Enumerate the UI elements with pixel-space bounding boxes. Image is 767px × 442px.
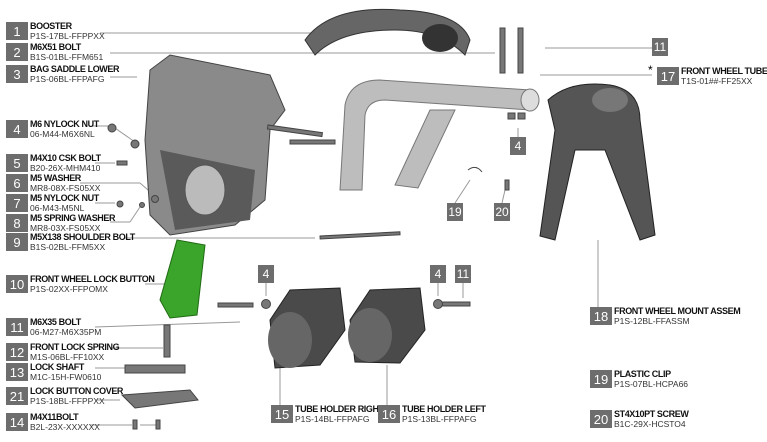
part-code: B1C-29X-HCSTO4 [614,419,686,429]
part-number-badge: 21 [6,387,28,405]
part-code: P1S-14BL-FFPAFG [295,414,370,424]
callout-badge-c20: 20 [494,203,510,221]
part-code: B20-26X-MHM410 [30,163,101,173]
part-code: P1S-13BL-FFPAFG [402,414,477,424]
part-name: BOOSTER [30,21,72,31]
part-name: M6 NYLOCK NUT [30,119,99,129]
part-number-badge: 19 [590,370,612,388]
part-code: MR8-03X-FS05XX [30,223,101,233]
callout-badge-c11b: 11 [652,38,668,56]
part-code: 06-M27-M6X35PM [30,327,102,337]
part-number-badge: 3 [6,65,28,83]
part-code: M1S-06BL-FF10XX [30,352,105,362]
part-number-badge: 14 [6,413,28,431]
callout-badge-c4a: 4 [258,265,274,283]
callout-badge-c11a: 11 [455,265,471,283]
part-code: P1S-07BL-HCPA66 [614,379,689,389]
part-name: LOCK BUTTON COVER [30,386,124,396]
front-wheel-mount-part [539,83,656,241]
callout-badge-c4c: 4 [510,137,526,155]
callout-badge-c4b: 4 [430,265,446,283]
part-name: M4X10 CSK BOLT [30,153,101,163]
part-number-badge: 7 [6,194,28,212]
part-code: P1S-06BL-FFPAFG [30,74,105,84]
part-number-badge: 12 [6,343,28,361]
part-number-badge: 5 [6,154,28,172]
part-number-badge: 16 [378,405,400,423]
part-code: B2L-23X-XXXXXX [30,422,100,432]
part-number-badge: 6 [6,174,28,192]
part-number-badge: 2 [6,43,28,61]
part-code: P1S-02XX-FFPOMX [30,284,108,294]
part-name: M4X11BOLT [30,412,79,422]
part-number-badge: 11 [6,318,28,336]
booster-part [304,8,471,56]
part-name: M5X138 SHOULDER BOLT [30,232,135,242]
part-code: M1C-15H-FW0610 [30,372,102,382]
part-name: LOCK SHAFT [30,362,84,372]
part-code: P1S-17BL-FFPPXX [30,31,105,41]
asterisk-mark: * [648,63,653,77]
part-number-badge: 17 [657,67,679,85]
part-number-badge: 18 [590,307,612,325]
part-code: 06-M44-M6X6NL [30,129,95,139]
part-code: 06-M43-M5NL [30,203,85,213]
part-name: ST4X10PT SCREW [614,409,689,419]
part-number-badge: 8 [6,214,28,232]
part-number-badge: 4 [6,120,28,138]
part-code: T1S-01##-FF25XX [681,76,753,86]
part-code: P1S-18BL-FFPPXX [30,396,105,406]
part-name: TUBE HOLDER RIGHT [295,404,384,414]
part-number-badge: 10 [6,275,28,293]
part-number-badge: 9 [6,233,28,251]
part-name: TUBE HOLDER LEFT [402,404,486,414]
part-number-badge: 20 [590,410,612,428]
callout-badge-c19: 19 [447,203,463,221]
part-name: M5 WASHER [30,173,81,183]
part-name: M5 SPRING WASHER [30,213,116,223]
part-code: B1S-02BL-FFM5XX [30,242,106,252]
part-number-badge: 13 [6,363,28,381]
part-code: P1S-12BL-FFASSM [614,316,690,326]
part-number-badge: 1 [6,22,28,40]
part-code: MR8-08X-FS05XX [30,183,101,193]
part-number-badge: 15 [271,405,293,423]
part-name: FRONT WHEEL TUBE [681,66,767,76]
part-name: M5 NYLOCK NUT [30,193,99,203]
part-name: PLASTIC CLIP [614,369,671,379]
part-name: FRONT WHEEL MOUNT ASSEM [614,306,741,316]
front-wheel-lock-button-part [159,239,206,319]
part-name: FRONT WHEEL LOCK BUTTON [30,274,155,284]
part-name: BAG SADDLE LOWER [30,64,120,74]
part-name: M6X35 BOLT [30,317,81,327]
part-code: B1S-01BL-FFM651 [30,52,104,62]
part-name: FRONT LOCK SPRING [30,342,120,352]
part-name: M6X51 BOLT [30,42,81,52]
